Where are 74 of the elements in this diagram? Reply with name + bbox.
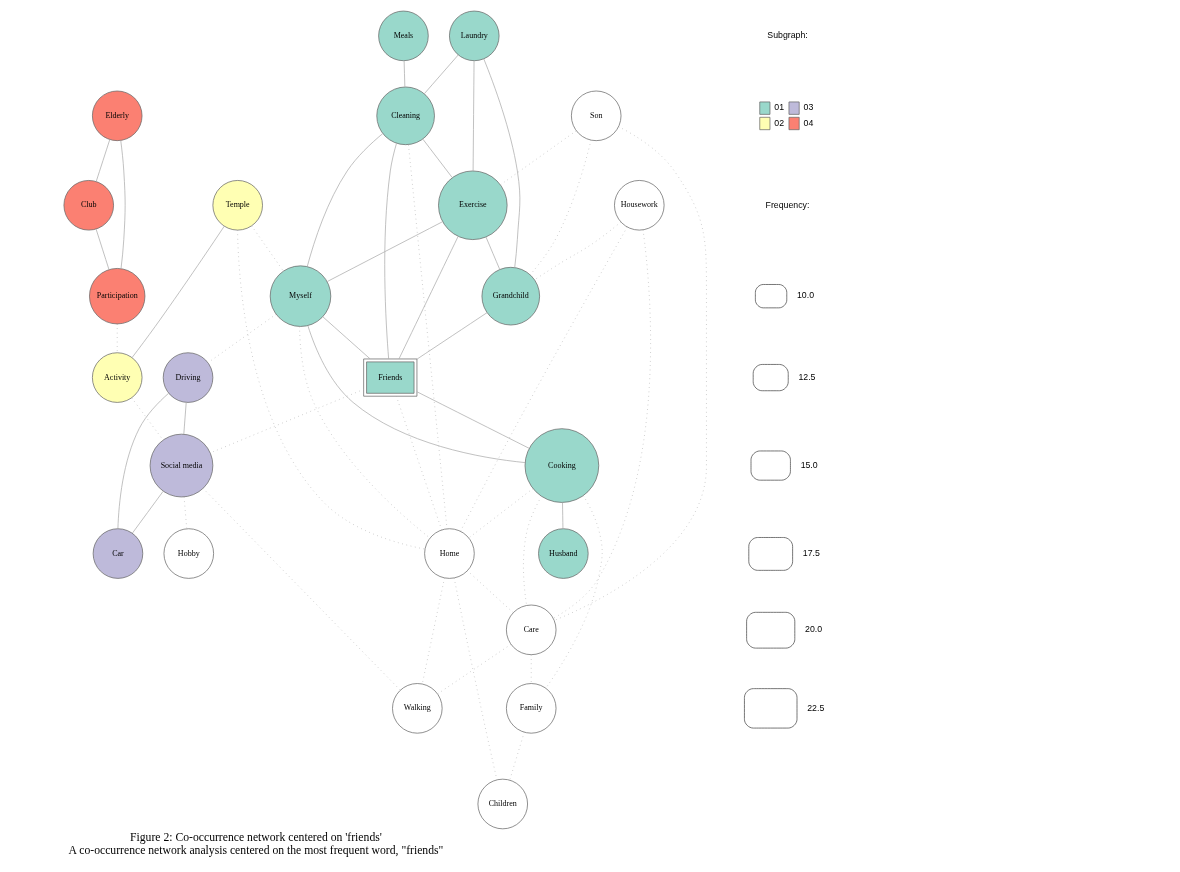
connector (500, 130, 577, 186)
connector (251, 225, 284, 272)
node-circle: Laundry (449, 10, 500, 62)
connector (460, 226, 628, 532)
caption: A co-occurrence network analysis centered on the most frequent word, "friends" (68, 844, 444, 858)
connector (398, 236, 459, 360)
node-circle: Temple (212, 180, 263, 231)
node-circle: Exercise (438, 170, 508, 240)
connector (468, 488, 534, 539)
connector (453, 577, 498, 781)
connector (485, 236, 501, 270)
connector (403, 60, 406, 88)
node-circle: Myself (269, 265, 332, 327)
node-circle: Family (506, 683, 557, 734)
connector (437, 644, 512, 695)
connector (554, 126, 707, 621)
node-circle: Driving (162, 352, 214, 403)
node-circle: Cooking (524, 428, 600, 503)
legend-label: 22.5 (807, 702, 825, 713)
label: Subgraph: (767, 30, 808, 41)
connector (416, 391, 530, 449)
connector (509, 732, 525, 781)
node-circle: Cleaning (376, 86, 435, 146)
node-circle: Meals (378, 10, 429, 62)
connector (534, 221, 622, 281)
legend-label: 10.0 (797, 290, 815, 301)
node-circle: Husband (538, 528, 589, 579)
node-circle: Elderly (92, 90, 143, 141)
legend-label: 12.5 (798, 371, 816, 382)
connector (483, 58, 521, 268)
connector (131, 225, 225, 358)
connector (416, 312, 488, 360)
connector (307, 325, 526, 463)
legend-label: 15.0 (800, 459, 818, 470)
node-circle: Activity (92, 352, 143, 403)
connector (306, 133, 384, 267)
node-circle: Car (92, 528, 144, 579)
legend-label: 17.5 (802, 548, 820, 559)
connector (423, 54, 459, 95)
node-circle: Son (571, 90, 622, 141)
node-circle: Social media (149, 433, 214, 498)
connector (132, 490, 164, 534)
connector (117, 392, 169, 529)
connector (562, 502, 564, 529)
label: Frequency: (765, 199, 810, 210)
connector (553, 229, 651, 619)
connector (95, 139, 111, 182)
node-circle: Children (477, 778, 528, 830)
node-circle: Walking (392, 683, 443, 734)
node-circle: Grandchild (481, 266, 540, 326)
legend-label: 20.0 (805, 624, 823, 635)
diagram-title: Figure 2: Co-occurrence network centered on 'friends' (130, 831, 382, 845)
connector (120, 140, 126, 269)
connector (183, 402, 187, 435)
connector (384, 143, 397, 360)
connector (326, 221, 443, 282)
connector (472, 60, 475, 172)
connector (131, 397, 164, 441)
node-circle: Care (506, 604, 557, 656)
connector (237, 229, 426, 550)
legend-label: 04 (803, 117, 814, 128)
node-circle: Home (424, 528, 475, 579)
legend-label: 03 (803, 102, 814, 113)
legend-label: 02 (774, 117, 785, 128)
node-circle: Club (63, 180, 114, 231)
node-circle: Hobby (163, 528, 214, 579)
connector (322, 316, 371, 360)
connector (95, 228, 110, 270)
connector (467, 570, 514, 613)
node-circle: Housework (614, 180, 665, 231)
connector (422, 138, 453, 178)
node-circle: Participation (89, 268, 146, 325)
legend-label: 01 (774, 102, 785, 113)
connector (183, 496, 188, 530)
